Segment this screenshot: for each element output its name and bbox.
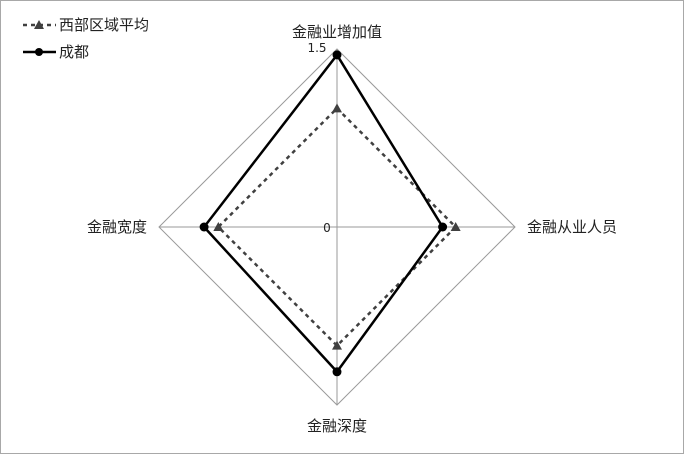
series-line [202,52,445,374]
legend-label: 西部区域平均 [59,16,149,34]
data-point [332,50,342,60]
axis-label: 金融深度 [307,417,367,435]
data-point [199,222,209,232]
axis-label: 金融从业人员 [527,218,617,236]
legend-label: 成都 [59,43,89,61]
data-point [35,48,43,56]
radar-series [199,50,461,377]
data-point [332,340,342,350]
data-point [332,367,342,377]
data-point [213,222,224,231]
axis-label: 金融宽度 [87,218,147,236]
data-point [332,103,342,113]
tick-label: 0 [323,221,331,235]
data-point [34,20,44,29]
axis-label: 金融业增加值 [292,23,382,41]
tick-label: 1.5 [307,41,326,55]
radar-grid [158,48,516,406]
data-point [450,222,461,231]
data-point [438,222,448,232]
